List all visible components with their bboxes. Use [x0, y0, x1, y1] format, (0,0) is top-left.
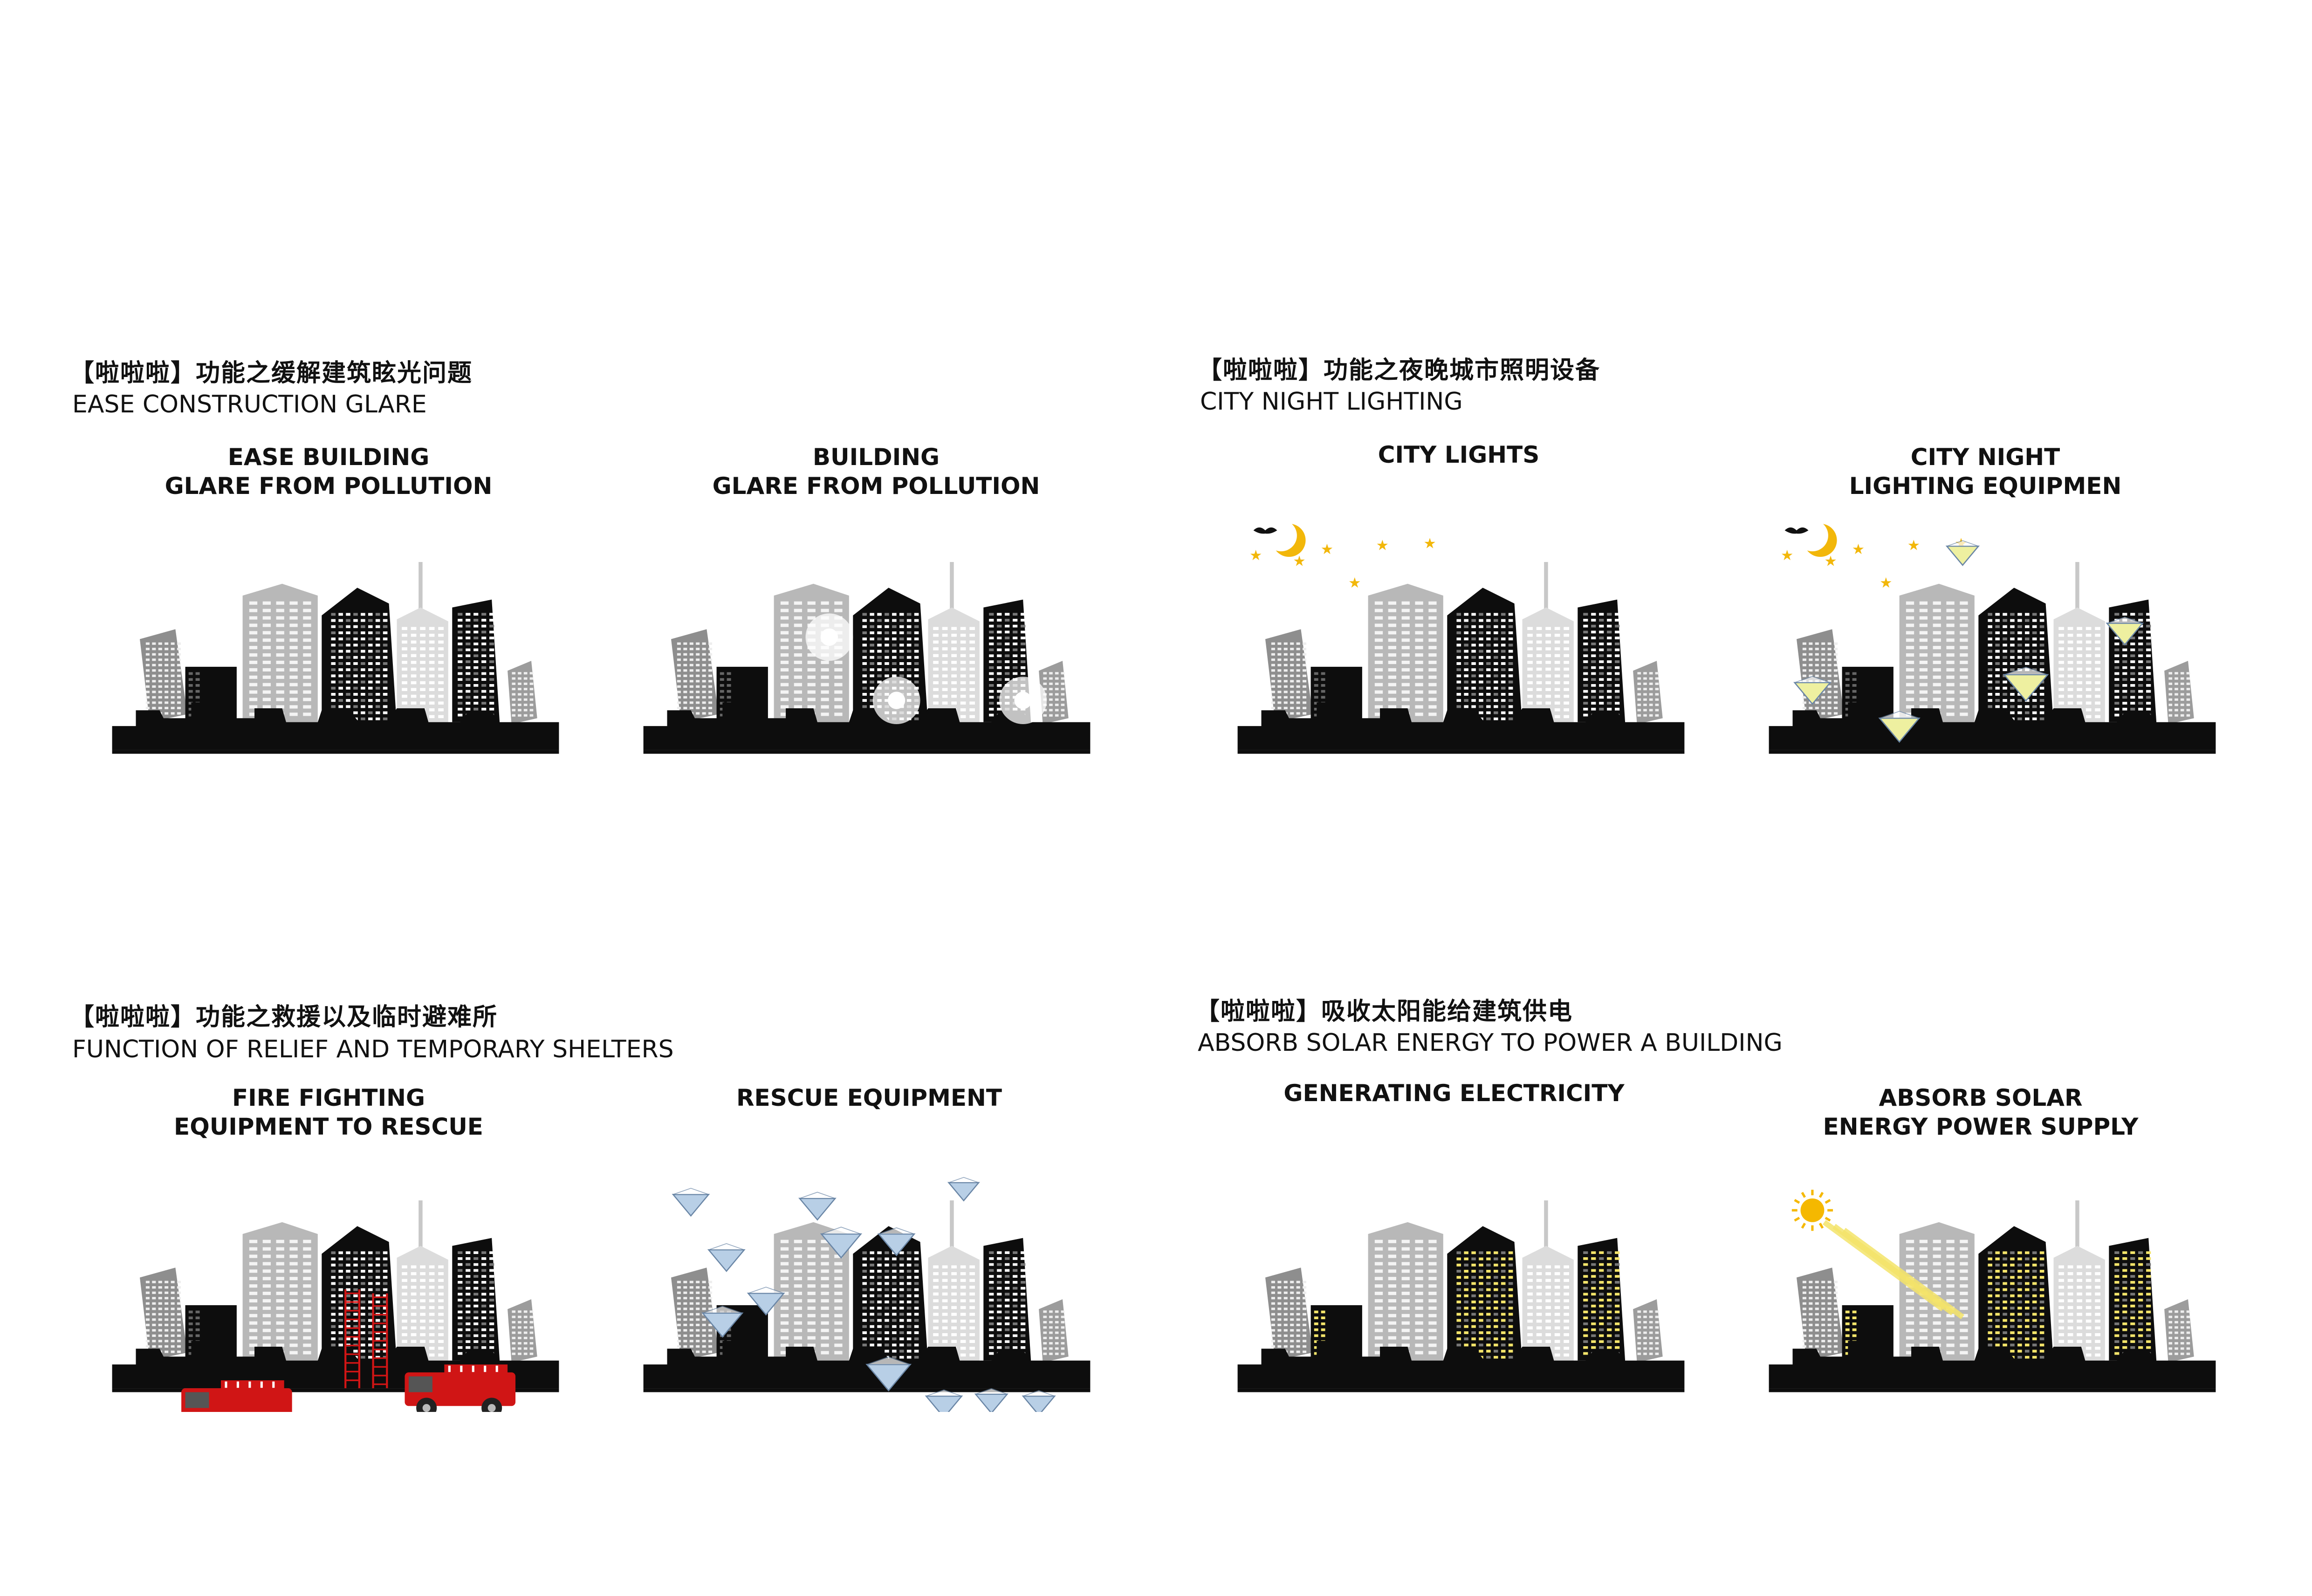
building	[928, 1246, 980, 1365]
building	[508, 1299, 537, 1363]
fire-truck-icon	[405, 1364, 516, 1412]
building	[418, 1200, 423, 1252]
building	[1039, 661, 1069, 724]
building	[2075, 1200, 2079, 1252]
building	[671, 629, 719, 722]
building	[2075, 562, 2079, 614]
city-rescue-equipment-scene	[604, 1151, 1130, 1412]
building	[950, 562, 954, 614]
scene-caption-right: RESCUE EQUIPMENT	[736, 1084, 1002, 1111]
rescue-pyramid-icon	[1022, 1395, 1056, 1412]
star-icon: ★	[1824, 554, 1837, 570]
star-icon: ★	[1423, 535, 1436, 552]
bat-icon	[1253, 527, 1277, 534]
section-title-en: FUNCTION OF RELIEF AND TEMPORARY SHELTER…	[72, 1035, 674, 1063]
star-icon: ★	[1321, 541, 1333, 558]
city-solar-scene	[1198, 1151, 1724, 1412]
section-title-en: CITY NIGHT LIGHTING	[1200, 388, 1463, 416]
rescue-pyramid-icon	[974, 1393, 1008, 1412]
moon-icon	[1797, 520, 1837, 557]
building	[1265, 629, 1313, 722]
glare-flare	[1014, 692, 1032, 709]
building	[2053, 607, 2105, 726]
building	[1039, 1299, 1069, 1363]
rescue-pyramid-icon	[798, 1198, 837, 1221]
section-title-cn: 【啦啦啦】吸收太阳能给建筑供电	[1195, 998, 1573, 1026]
city-night-scene: ★ ★ ★ ★ ★ ★	[1198, 513, 1724, 774]
building	[397, 607, 448, 726]
building	[1797, 1267, 1844, 1361]
section-title-cn: 【啦啦啦】功能之夜晚城市照明设备	[1198, 356, 1601, 384]
scene-caption-left: CITY LIGHTS	[1378, 441, 1540, 468]
star-icon: ★	[1852, 541, 1865, 558]
ground-silhouette	[1769, 702, 2216, 750]
city-solar-supply-scene	[1729, 1151, 2256, 1412]
rescue-pyramid-icon	[672, 1194, 710, 1217]
building	[2053, 1246, 2105, 1365]
building	[1447, 1226, 1523, 1365]
city-skyline-glare-scene	[604, 513, 1130, 774]
building	[1633, 661, 1663, 724]
lighting-pyramid-icon	[1945, 545, 1980, 566]
ground-silhouette	[643, 702, 1091, 750]
star-icon: ★	[1376, 538, 1389, 554]
ground-silhouette	[1237, 702, 1685, 750]
building	[322, 588, 397, 726]
section-title-en: EASE CONSTRUCTION GLARE	[72, 390, 427, 418]
ground-silhouette	[1769, 1341, 2216, 1389]
city-skyline-scene	[72, 513, 599, 774]
building	[1978, 588, 2054, 726]
sun-icon	[1800, 1198, 1825, 1222]
building	[418, 562, 423, 614]
ladder-icon	[372, 1293, 388, 1389]
rescue-pyramid-icon	[707, 1249, 746, 1272]
glare-flare	[887, 692, 906, 709]
section-title-cn: 【啦啦啦】功能之救援以及临时避难所	[70, 1003, 498, 1031]
city-fire-rescue-scene	[72, 1151, 599, 1412]
scene-caption-left: GENERATING ELECTRICITY	[1283, 1080, 1625, 1107]
building	[1265, 1267, 1313, 1361]
fire-truck-icon	[181, 1380, 292, 1412]
rescue-pyramid-icon	[947, 1182, 980, 1202]
building	[1544, 1200, 1548, 1252]
bat-icon	[1784, 527, 1809, 534]
building	[1522, 1246, 1574, 1365]
building	[397, 1246, 448, 1365]
section-title-en: ABSORB SOLAR ENERGY TO POWER A BUILDING	[1198, 1029, 1783, 1057]
section-title-cn: 【啦啦啦】功能之缓解建筑眩光问题	[70, 359, 473, 387]
building	[1633, 1299, 1663, 1363]
sun-ray	[1842, 1227, 1964, 1320]
building	[1544, 562, 1548, 614]
star-icon: ★	[1880, 575, 1892, 591]
star-icon: ★	[1293, 554, 1305, 570]
building	[671, 1267, 719, 1361]
star-icon: ★	[1907, 538, 1920, 554]
ground-silhouette	[112, 702, 559, 750]
star-icon: ★	[1249, 548, 1262, 564]
moon-icon	[1265, 520, 1306, 557]
building	[1522, 607, 1574, 726]
building	[928, 607, 980, 726]
rescue-pyramid-icon	[925, 1395, 963, 1412]
building	[140, 629, 187, 722]
glare-flare	[820, 628, 838, 646]
ladder-icon	[344, 1289, 361, 1389]
building	[1447, 588, 1523, 726]
building	[140, 1267, 187, 1361]
city-night-lighting-scene: ★★★★★★	[1729, 513, 2256, 774]
star-icon: ★	[1781, 548, 1793, 564]
ground-silhouette	[1237, 1341, 1685, 1389]
building	[853, 1226, 928, 1365]
building	[2164, 661, 2194, 724]
building	[508, 661, 537, 724]
building	[1978, 1226, 2054, 1365]
building	[950, 1200, 954, 1252]
building	[2164, 1299, 2194, 1363]
star-icon: ★	[1348, 575, 1361, 591]
